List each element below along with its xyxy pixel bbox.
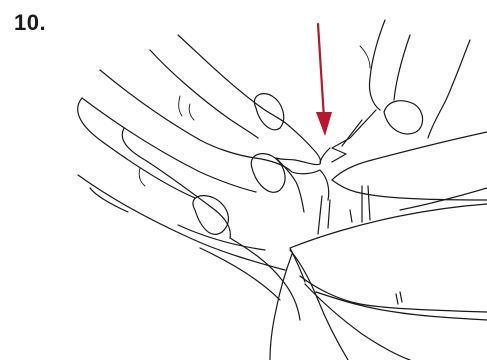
left-middle-finger — [100, 70, 292, 172]
pinch-fold — [332, 110, 376, 162]
right-hand — [320, 20, 487, 210]
left-ring-nail — [193, 196, 228, 235]
paper-fold-edge — [290, 204, 487, 248]
paper-sheet — [200, 180, 487, 360]
right-index-finger — [369, 20, 385, 110]
left-thumb — [276, 158, 304, 212]
left-index-finger — [178, 35, 321, 165]
paper-edge-top — [332, 180, 487, 200]
left-ring-finger — [78, 98, 195, 198]
left-hand — [78, 35, 329, 270]
right-index-nail — [384, 101, 423, 134]
down-arrow-icon — [316, 24, 332, 136]
left-index-nail — [254, 94, 283, 130]
